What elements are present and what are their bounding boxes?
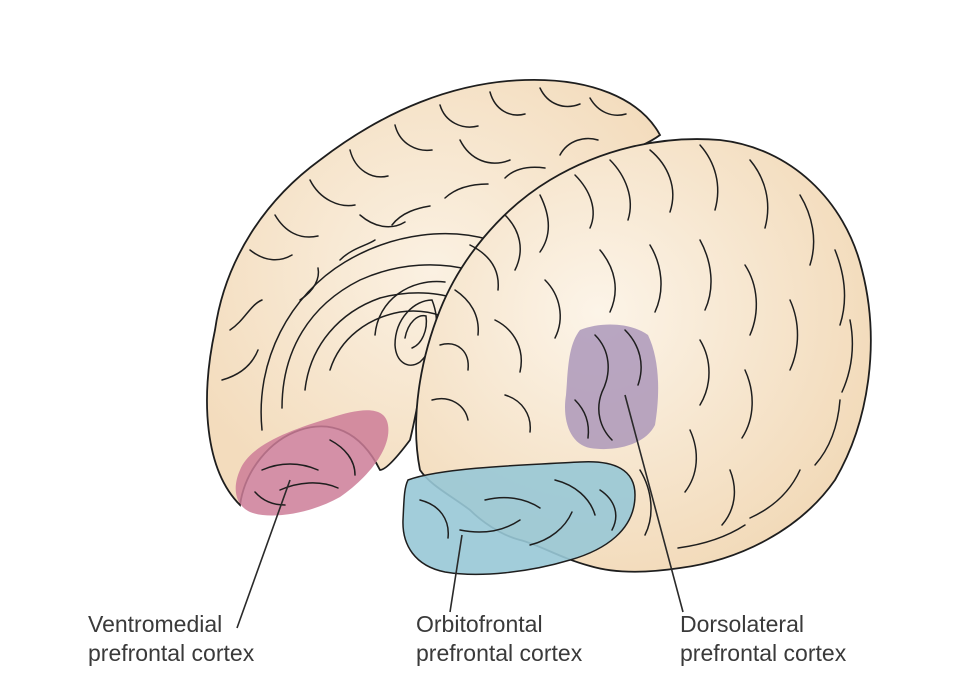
leader-line-dorsolateral bbox=[624, 394, 684, 613]
leader-lines bbox=[236, 394, 684, 629]
label-dorsolateral-line2: prefrontal cortex bbox=[680, 640, 847, 666]
leader-line-orbitofrontal bbox=[449, 534, 463, 613]
label-ventromedial-line2: prefrontal cortex bbox=[88, 640, 255, 666]
label-dorsolateral-prefrontal-cortex: Dorsolateral prefrontal cortex bbox=[680, 610, 846, 668]
leader-line-ventromedial bbox=[236, 479, 291, 629]
medial-gyri bbox=[221, 87, 627, 431]
label-ventromedial-prefrontal-cortex: Ventromedial prefrontal cortex bbox=[88, 610, 254, 668]
ventromedial-region bbox=[235, 410, 389, 516]
label-orbitofrontal-line1: Orbitofrontal bbox=[416, 611, 543, 637]
label-orbitofrontal-prefrontal-cortex: Orbitofrontal prefrontal cortex bbox=[416, 610, 582, 668]
label-ventromedial-line1: Ventromedial bbox=[88, 611, 223, 637]
lateral-gyri bbox=[254, 144, 854, 549]
label-orbitofrontal-line2: prefrontal cortex bbox=[416, 640, 583, 666]
label-dorsolateral-line1: Dorsolateral bbox=[680, 611, 804, 637]
dorsolateral-region bbox=[565, 324, 659, 450]
